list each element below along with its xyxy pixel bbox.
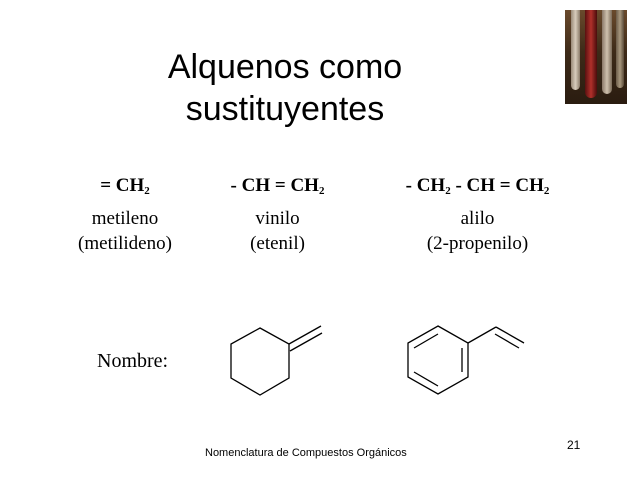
alt-name-2-propenilo: (2-propenilo) bbox=[426, 233, 529, 254]
slide-title: Alquenos como sustituyentes bbox=[150, 46, 420, 130]
alt-name-etenil: (etenil) bbox=[250, 233, 305, 254]
substituent-vinilo: - CH = CH2 vinilo (etenil) bbox=[205, 173, 350, 256]
name-vinilo: vinilo bbox=[255, 208, 300, 229]
substituent-metileno: = CH2 metileno (metilideno) bbox=[55, 173, 195, 256]
footer-text: Nomenclatura de Compuestos Orgánicos bbox=[205, 447, 407, 459]
formula-metileno: = CH2 bbox=[100, 175, 150, 197]
substituent-alilo: - CH2 - CH = CH2 alilo (2-propenilo) bbox=[380, 173, 575, 256]
title-line-1: Alquenos como bbox=[167, 48, 403, 86]
title-line-2: sustituyentes bbox=[185, 90, 385, 128]
styrene-structure-icon bbox=[407, 325, 525, 395]
name-alilo: alilo bbox=[460, 208, 495, 229]
test-tubes-photo-icon bbox=[565, 10, 627, 104]
methylenecyclohexane-structure-icon bbox=[230, 325, 323, 396]
formula-alilo: - CH2 - CH = CH2 bbox=[405, 175, 550, 197]
formula-vinilo: - CH = CH2 bbox=[230, 175, 325, 197]
page-number: 21 bbox=[567, 438, 581, 452]
name-metileno: metileno bbox=[91, 208, 159, 229]
alt-name-metilideno: (metilideno) bbox=[78, 233, 172, 254]
nombre-label: Nombre: bbox=[97, 350, 169, 372]
